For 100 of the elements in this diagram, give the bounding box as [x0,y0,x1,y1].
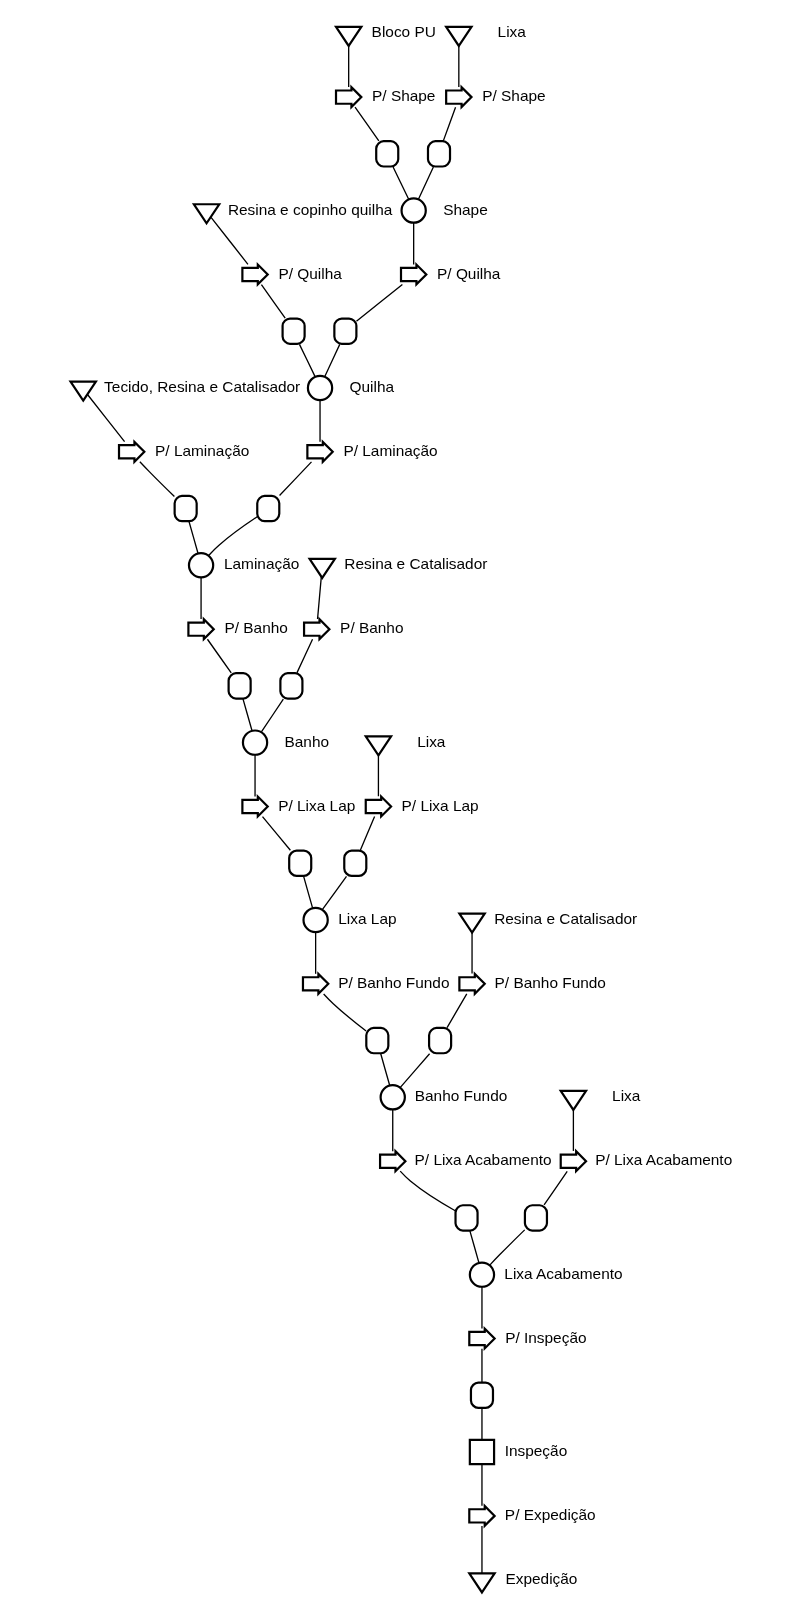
connector [321,875,347,910]
connector [278,460,312,496]
connector [399,1169,456,1211]
node-semicircle [469,1381,494,1409]
node-semicircle [523,1203,548,1232]
node-label: P/ Banho Fundo [337,973,450,991]
node-label: P/ Shape [371,86,435,104]
node-arrow [301,970,330,996]
connector [572,1108,574,1152]
node-semicircle [255,494,280,522]
connector [359,815,375,851]
node-label: P/ Banho [223,618,288,636]
node-label: P/ Lixa Acabamento [414,1150,552,1168]
connector [187,520,199,554]
node-label: P/ Lixa Lap [401,796,479,814]
node-label: Laminação [223,554,299,572]
node-arrow [240,261,269,287]
node-triangle [443,25,474,48]
node-arrow [467,1325,496,1351]
connector [442,106,456,141]
connector [398,1052,430,1088]
connector [207,515,258,556]
connector [209,216,249,265]
connector [417,165,434,200]
node-arrow [305,438,334,464]
connector [322,992,367,1032]
connector [353,106,379,141]
connector [86,393,125,442]
node-semicircle [453,1203,479,1232]
node-semicircle [342,848,367,877]
node-semicircle [374,139,399,168]
connector [355,283,403,322]
node-label: Inspeção [504,1441,567,1459]
node-semicircle [173,494,198,522]
connector [457,44,459,88]
node-semicircle [426,139,451,168]
connector [470,931,473,974]
connector [480,1347,483,1383]
node-semicircle [278,671,303,700]
node-label: Resina e Catalisador [343,554,487,572]
node-label: P/ Quilha [277,264,342,282]
connector [199,576,202,620]
node-label: Banho [284,732,329,750]
connector [298,343,316,377]
connector [314,930,316,974]
connector [295,638,313,674]
node-circle [306,374,333,401]
node-triangle [307,557,337,580]
node-label: Lixa [416,732,445,750]
node-arrow [559,1148,588,1174]
node-label: P/ Expedição [504,1505,596,1523]
connector [253,753,256,797]
node-semicircle [364,1026,389,1054]
node-circle [399,196,427,224]
connector [480,1285,483,1329]
node-triangle [466,1571,497,1594]
node-label: P/ Inspeção [504,1328,587,1346]
connector [445,992,467,1028]
node-label: Tecido, Resina e Catalisador [103,377,300,395]
node-arrow [364,793,393,819]
connector [412,221,414,265]
node-label: Expedição [504,1569,577,1587]
node-circle [379,1083,406,1110]
node-triangle [333,25,363,48]
node-label: P/ Banho Fundo [494,973,606,991]
node-arrow [302,616,331,642]
connector [260,283,286,319]
node-label: Lixa [611,1086,640,1104]
connector [391,1108,393,1152]
node-label: Lixa Lap [337,909,397,927]
connector [468,1229,480,1263]
connector [316,575,322,620]
node-label: P/ Shape [481,86,546,104]
node-label: P/ Banho [339,618,404,636]
node-label: Bloco PU [371,22,436,40]
node-box [468,1438,495,1465]
node-arrow [240,793,269,819]
node-triangle [558,1089,588,1112]
node-arrow [457,970,486,996]
node-semicircle [227,671,252,700]
connector [241,697,253,731]
node-label: Lixa [497,22,526,40]
node-semicircle [427,1026,452,1054]
connector [377,754,379,797]
node-label: Lixa Acabamento [503,1264,623,1282]
connector [391,165,409,200]
node-arrow [378,1148,407,1174]
connector [480,1407,483,1440]
node-label: P/ Lixa Lap [277,796,355,814]
node-arrow [467,1502,496,1528]
node-arrow [334,84,363,110]
connector [480,1524,483,1574]
node-triangle [456,912,487,935]
connector [379,1052,390,1086]
node-label: P/ Laminação [342,441,438,459]
node-label: P/ Laminação [154,441,249,459]
connector [260,697,284,733]
node-label: Resina e Catalisador [493,909,637,927]
node-arrow [399,261,428,287]
node-circle [187,551,214,578]
